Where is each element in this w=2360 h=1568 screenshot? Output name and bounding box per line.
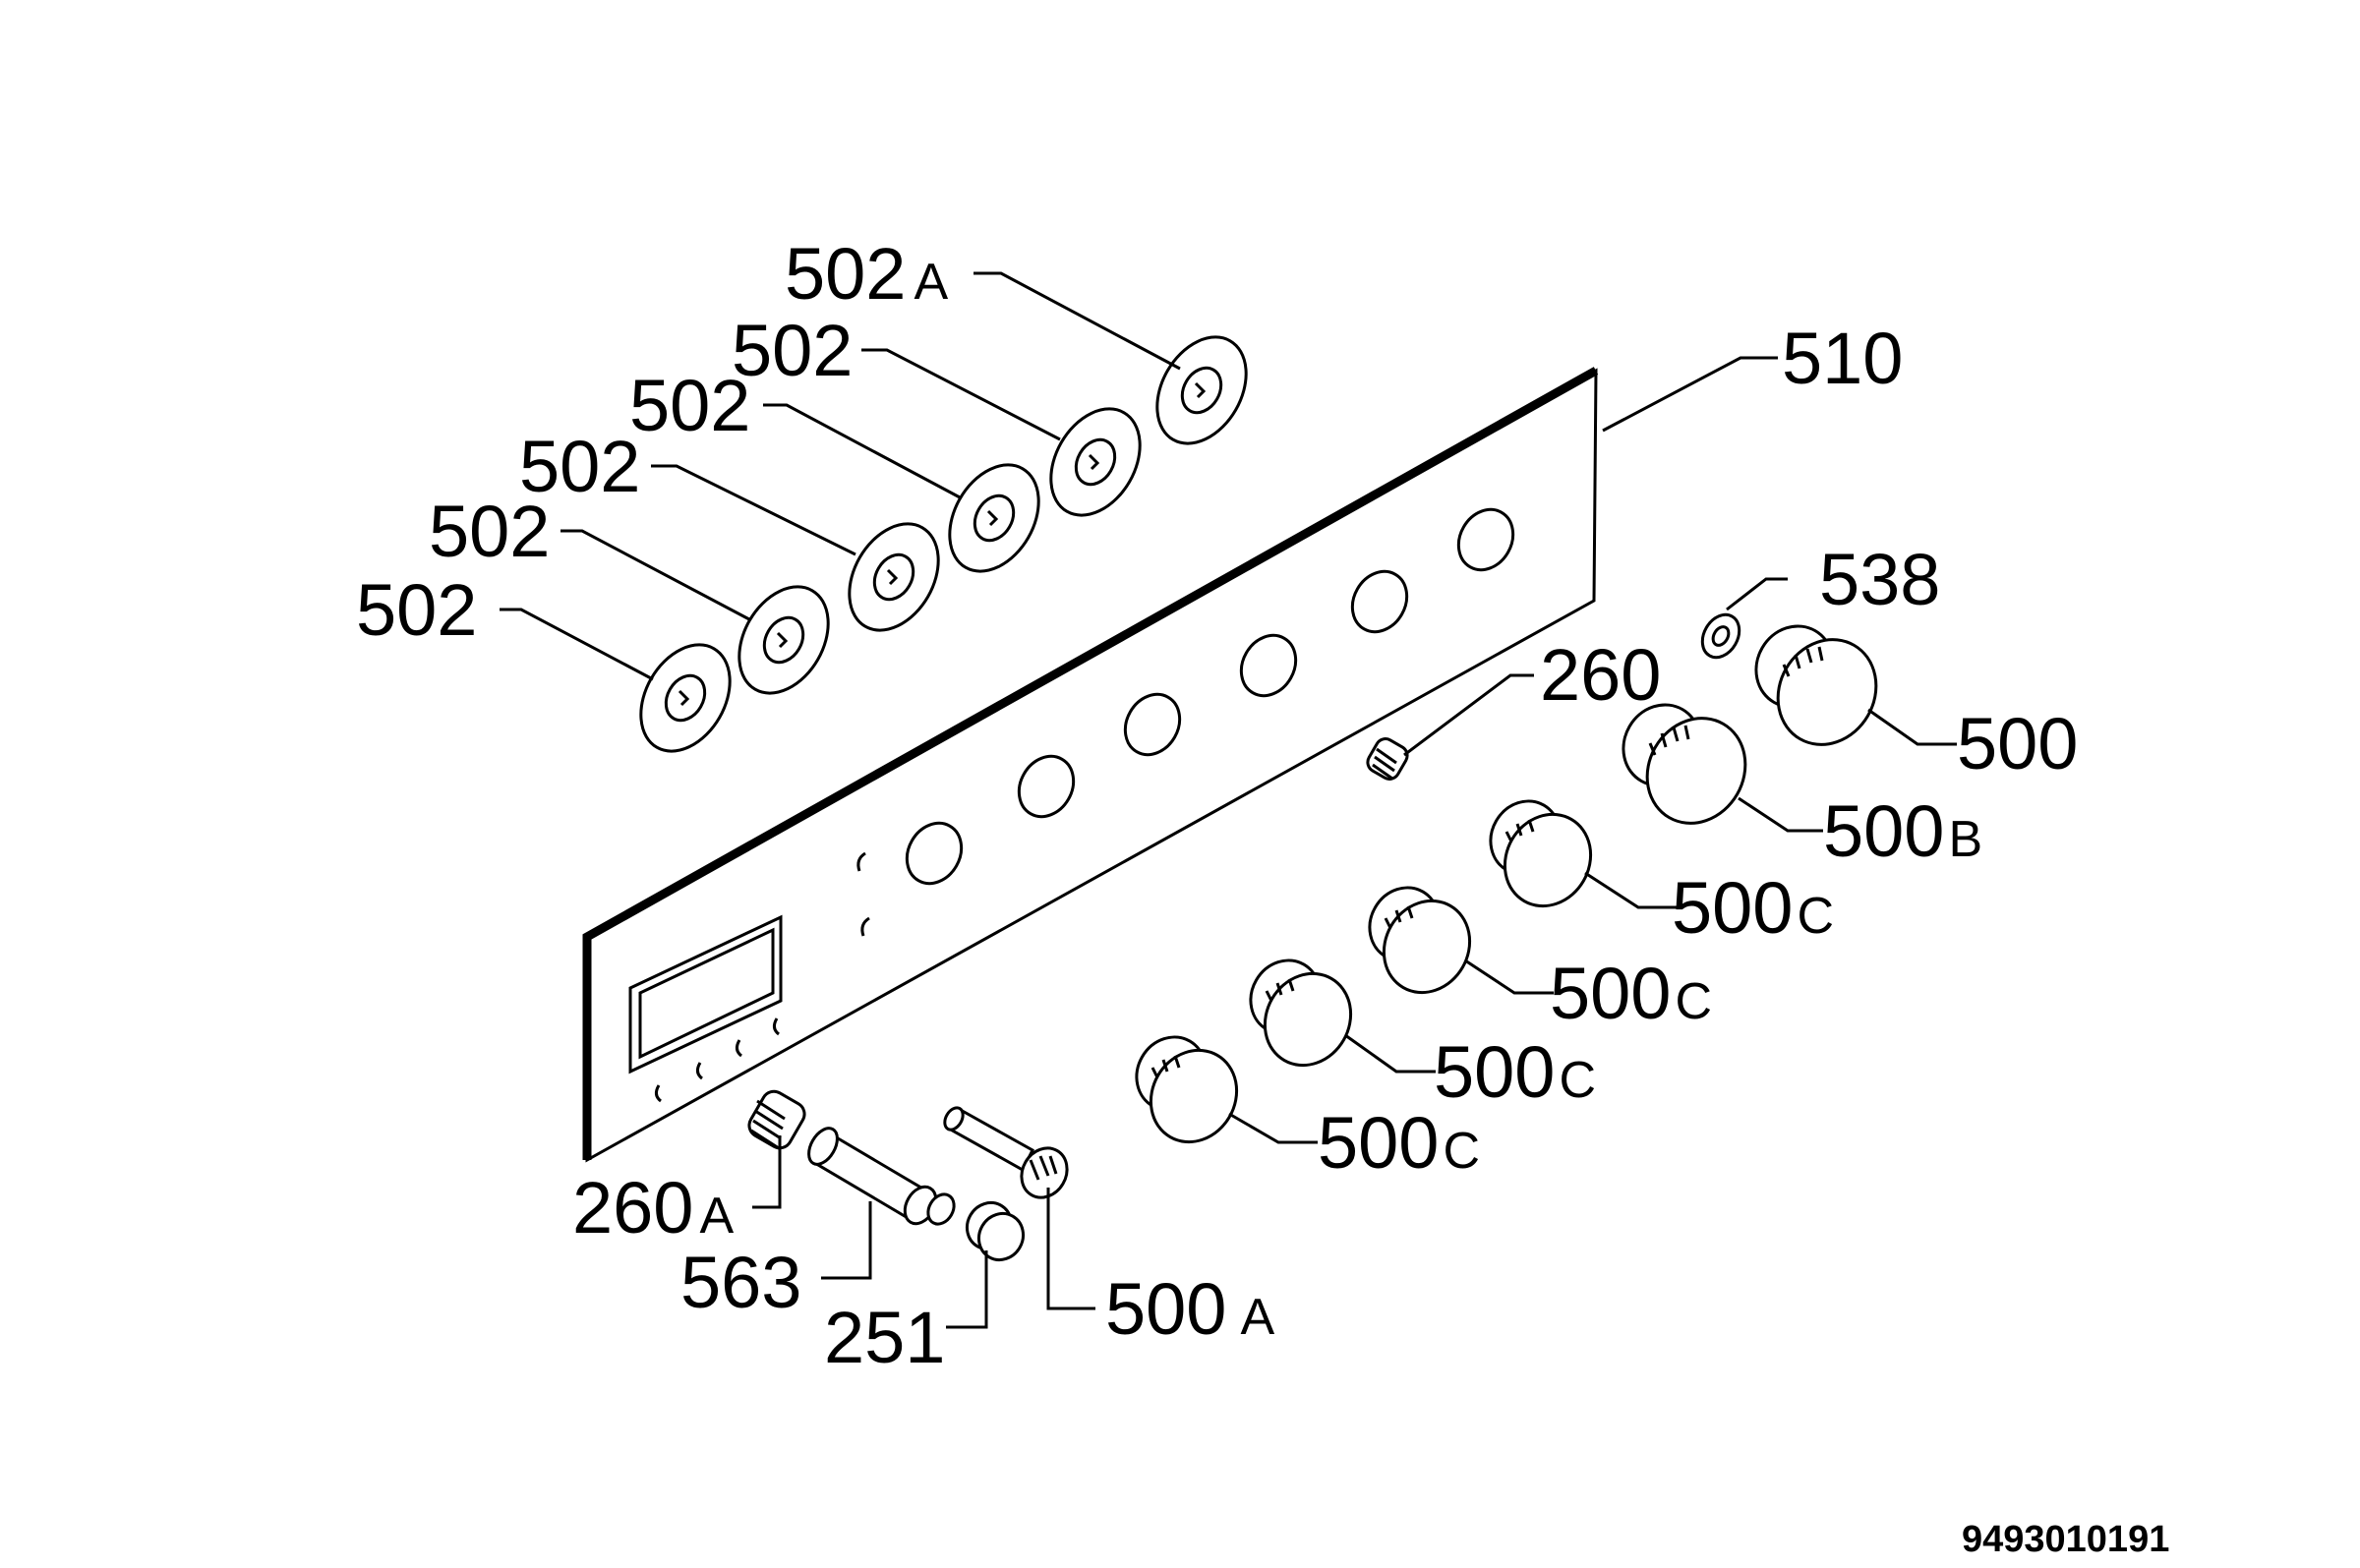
label-502-2: 502: [629, 365, 750, 446]
knob-500c-3: [1249, 958, 1353, 1068]
label-563: 563: [680, 1242, 801, 1323]
knob-holes: [905, 507, 1515, 886]
bezel-ring-502a: [1155, 335, 1248, 445]
spacer-538: [1700, 612, 1741, 660]
label-251: 251: [824, 1297, 945, 1378]
button-251: [965, 1200, 1026, 1262]
label-502-1: 502: [732, 310, 853, 391]
label-500c-2: 500C: [1550, 953, 1712, 1034]
leader-lines: [500, 271, 1957, 1329]
bezel-ring-502-2: [948, 463, 1040, 573]
knob-500c-4: [1135, 1035, 1239, 1144]
spring-260a: [747, 1089, 806, 1150]
document-number: 9493010191: [1962, 1519, 2169, 1560]
label-500c-1: 500C: [1672, 867, 1834, 949]
label-510: 510: [1782, 318, 1903, 399]
knob-500: [1754, 624, 1878, 746]
knob-500c-2: [1368, 886, 1472, 995]
label-502-3: 502: [519, 426, 640, 507]
indicator-lights: [856, 851, 870, 937]
shaft-563: [807, 1127, 956, 1226]
label-502-5: 502: [356, 569, 477, 651]
display-window: [628, 914, 783, 1074]
label-538: 538: [1819, 539, 1940, 620]
label-500b: 500B: [1823, 790, 1982, 872]
label-500c-3: 500C: [1434, 1031, 1596, 1113]
knob-500a: [943, 1106, 1069, 1199]
label-500c-4: 500C: [1318, 1102, 1480, 1184]
display-buttons: [654, 1017, 780, 1103]
spring-260: [1366, 737, 1409, 781]
control-panel-510: [582, 367, 1599, 1163]
bezel-ring-502-5: [639, 643, 732, 753]
knob-500b: [1622, 703, 1747, 825]
label-500: 500: [1957, 703, 2078, 784]
label-260: 260: [1540, 634, 1661, 716]
bezel-rings: [639, 335, 1248, 753]
bezel-ring-502-1: [1049, 407, 1142, 517]
label-502-4: 502: [429, 491, 550, 572]
knob-500c-1: [1489, 799, 1593, 908]
bezel-ring-502-3: [848, 522, 940, 632]
bezel-ring-502-4: [738, 585, 830, 695]
